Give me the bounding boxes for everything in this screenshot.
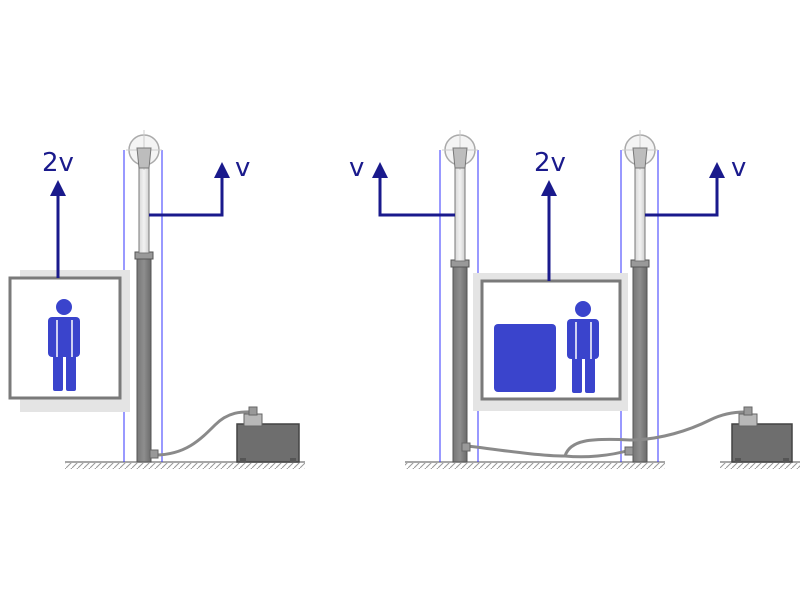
left-cylinder	[136, 253, 152, 463]
right-ram-right	[634, 164, 646, 262]
left-person-icon	[48, 299, 80, 391]
right-cylinder-left	[452, 261, 468, 463]
right-right-rope-speed-arrow	[645, 162, 725, 217]
right-sheave-left	[442, 130, 478, 170]
right-ram-left	[454, 164, 466, 262]
left-car-speed-arrow	[50, 180, 66, 278]
right-power-unit	[731, 406, 793, 463]
right-left-rope-speed-label: v	[349, 153, 364, 183]
left-panel: 2v v	[8, 130, 305, 469]
right-left-rope-speed-arrow	[372, 162, 455, 217]
left-car	[8, 276, 122, 400]
right-car-speed-label: 2v	[534, 148, 566, 178]
right-hydraulic-pipe	[467, 410, 746, 458]
left-car-speed-label: 2v	[42, 148, 74, 178]
left-hydraulic-pipe	[154, 410, 256, 457]
right-cylinder-right	[632, 261, 648, 463]
right-sheave-right	[622, 130, 658, 170]
left-rope-speed-label: v	[235, 153, 250, 183]
right-person-icon	[567, 301, 599, 393]
cargo-box-icon	[494, 324, 556, 392]
right-ground	[405, 461, 800, 469]
left-rope-speed-arrow	[149, 162, 230, 217]
left-sheave	[126, 130, 162, 170]
left-ram	[138, 164, 150, 254]
left-ground	[65, 461, 305, 469]
left-power-unit	[236, 406, 300, 463]
right-car-speed-arrow	[541, 180, 557, 281]
right-right-rope-speed-label: v	[731, 153, 746, 183]
right-panel: v 2v v	[349, 130, 800, 469]
